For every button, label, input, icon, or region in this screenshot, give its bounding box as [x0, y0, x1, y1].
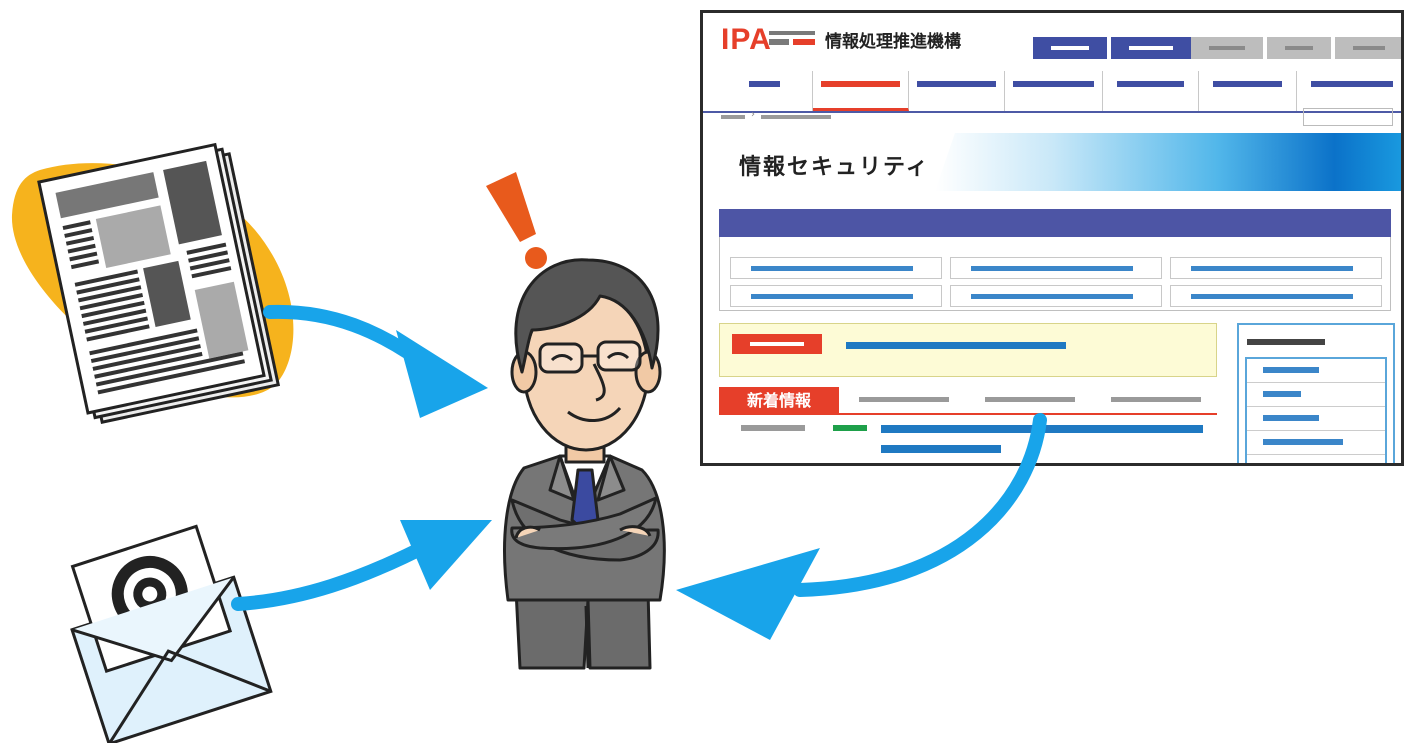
sidebar-item[interactable]	[1247, 431, 1385, 455]
utility-tab[interactable]	[1191, 37, 1265, 59]
hero-gradient-band	[935, 133, 1401, 191]
link-cell[interactable]	[730, 285, 942, 307]
news-subtab[interactable]	[859, 397, 949, 402]
nav-item[interactable]	[1103, 71, 1199, 111]
news-divider	[719, 413, 1217, 415]
section-header-bar	[719, 209, 1391, 237]
news-category-tag	[833, 425, 867, 431]
exclamation-icon	[486, 172, 547, 269]
notice-link[interactable]	[846, 342, 1066, 349]
arrow-email-to-man	[231, 520, 492, 611]
news-date	[741, 425, 805, 431]
newspaper-icon	[37, 142, 281, 424]
link-cell[interactable]	[950, 257, 1162, 279]
sidebar-heading	[1247, 339, 1325, 345]
nav-item[interactable]	[1005, 71, 1103, 111]
page-title: 情報セキュリティ	[739, 155, 930, 180]
businessman-figure	[503, 258, 666, 670]
utility-nav	[1033, 37, 1401, 59]
site-header: IPA 情報処理推進機構	[703, 13, 1401, 75]
org-name: 情報処理推進機構	[825, 32, 961, 52]
news-link-continued[interactable]	[881, 445, 1001, 453]
utility-tab[interactable]	[1033, 37, 1109, 59]
sidebar-item[interactable]	[1247, 383, 1385, 407]
link-cell[interactable]	[950, 285, 1162, 307]
notice-banner	[719, 323, 1217, 377]
nav-item-active[interactable]	[813, 71, 909, 111]
nav-item[interactable]	[723, 71, 813, 111]
nav-item[interactable]	[1297, 71, 1401, 111]
email-envelope-icon	[70, 524, 273, 743]
news-tab[interactable]: 新着情報	[719, 387, 839, 415]
arrow-newspaper-to-man	[263, 304, 488, 418]
utility-tab[interactable]	[1111, 37, 1191, 59]
link-cell[interactable]	[1170, 257, 1382, 279]
utility-tab[interactable]	[1335, 37, 1401, 59]
news-subtab[interactable]	[985, 397, 1075, 402]
ipa-logo: IPA	[721, 23, 772, 56]
search-input[interactable]	[1303, 108, 1393, 126]
arrow-website-to-man	[676, 413, 1047, 640]
sidebar-item[interactable]	[1247, 359, 1385, 383]
breadcrumb: ›	[721, 109, 841, 123]
link-grid	[719, 237, 1391, 311]
link-cell[interactable]	[1170, 285, 1382, 307]
nav-item[interactable]	[1199, 71, 1297, 111]
link-cell[interactable]	[730, 257, 942, 279]
sidebar	[1237, 323, 1395, 463]
logo-mark	[769, 31, 815, 49]
ipa-website-mockup: IPA 情報処理推進機構 ›	[700, 10, 1404, 466]
global-nav	[703, 71, 1401, 113]
nav-item[interactable]	[909, 71, 1005, 111]
sidebar-item[interactable]	[1247, 407, 1385, 431]
utility-tab[interactable]	[1267, 37, 1333, 59]
sidebar-list	[1245, 357, 1387, 463]
news-subtab[interactable]	[1111, 397, 1201, 402]
notice-badge	[732, 334, 822, 354]
